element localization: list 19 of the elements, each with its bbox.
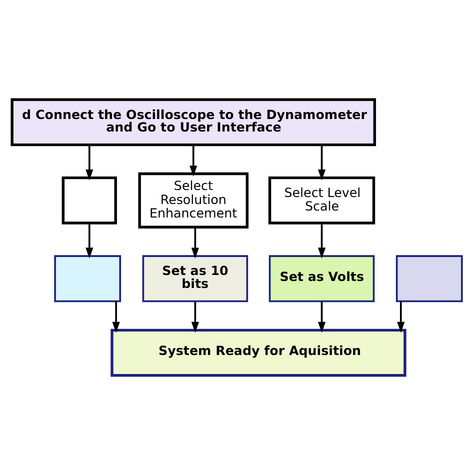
node-box: Select Level Scale [268,176,376,224]
node-box: Set as 10 bits [142,254,248,302]
node-box [396,254,463,302]
node-box: Set as Volts [268,254,375,302]
arrow [86,144,94,180]
node-box [54,254,122,302]
arrow [86,222,94,258]
node-box: System Ready for Aquisition [110,328,406,376]
node-box: Select Resolution Enhancement [138,172,249,228]
arrow [318,300,326,332]
arrow [190,144,198,176]
arrow [318,222,326,258]
arrow [191,300,199,332]
arrow [112,300,120,332]
node-box [62,176,117,224]
arrow [191,226,199,258]
node-box: d Connect the Oscilloscope to the Dynamometer and Go to User Interface [10,98,376,146]
arrow [318,144,326,180]
arrow [397,300,405,332]
